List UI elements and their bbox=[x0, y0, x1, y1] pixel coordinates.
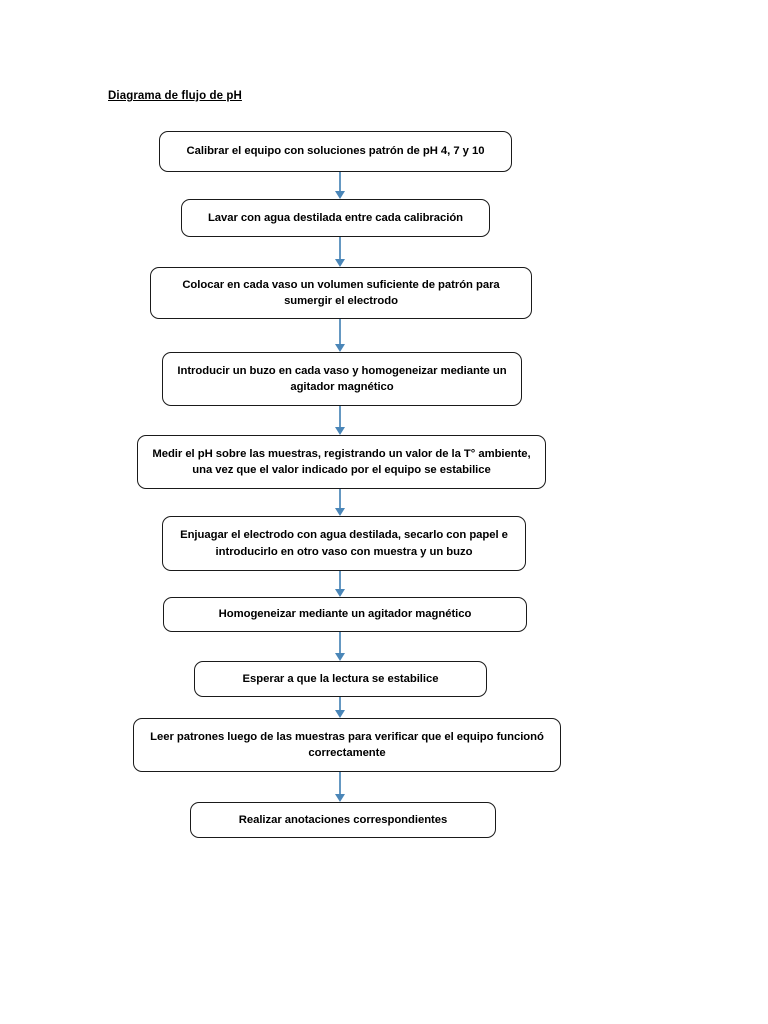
flow-arrow bbox=[327, 237, 353, 267]
flow-arrow bbox=[327, 489, 353, 516]
flow-node-label: Lavar con agua destilada entre cada cali… bbox=[207, 211, 464, 224]
flow-node-1: Calibrar el equipo con soluciones patrón… bbox=[159, 131, 512, 172]
flow-node-2: Lavar con agua destilada entre cada cali… bbox=[181, 199, 490, 237]
flow-node-label: Colocar en cada vaso un volumen suficien… bbox=[182, 278, 500, 307]
flow-arrow bbox=[327, 406, 353, 435]
flow-node-label: Realizar anotaciones correspondientes bbox=[238, 813, 448, 826]
flow-node-4: Introducir un buzo en cada vaso y homoge… bbox=[162, 352, 522, 406]
flow-node-label: Homogeneizar mediante un agitador magnét… bbox=[218, 608, 472, 621]
flow-node-label: Enjuagar el electrodo con agua destilada… bbox=[180, 529, 508, 558]
flow-arrow bbox=[327, 172, 353, 199]
flow-arrow bbox=[327, 697, 353, 718]
flow-node-9: Leer patrones luego de las muestras para… bbox=[133, 718, 561, 772]
flow-node-3: Colocar en cada vaso un volumen suficien… bbox=[150, 267, 532, 319]
flow-arrow bbox=[327, 772, 353, 802]
flow-node-label: Introducir un buzo en cada vaso y homoge… bbox=[177, 364, 507, 393]
flow-node-6: Enjuagar el electrodo con agua destilada… bbox=[162, 516, 526, 571]
flow-node-7: Homogeneizar mediante un agitador magnét… bbox=[163, 597, 527, 632]
flow-node-8: Esperar a que la lectura se estabilice bbox=[194, 661, 487, 697]
flow-node-5: Medir el pH sobre las muestras, registra… bbox=[137, 435, 546, 489]
flow-arrow bbox=[327, 632, 353, 661]
flow-node-10: Realizar anotaciones correspondientes bbox=[190, 802, 496, 838]
flow-node-label: Esperar a que la lectura se estabilice bbox=[242, 672, 439, 685]
flow-arrow bbox=[327, 571, 353, 597]
flow-node-label: Calibrar el equipo con soluciones patrón… bbox=[186, 145, 485, 158]
page-title: Diagrama de flujo de pH bbox=[108, 90, 242, 102]
flow-node-label: Medir el pH sobre las muestras, registra… bbox=[152, 447, 531, 476]
flow-arrow bbox=[327, 319, 353, 352]
flow-node-label: Leer patrones luego de las muestras para… bbox=[150, 730, 544, 759]
